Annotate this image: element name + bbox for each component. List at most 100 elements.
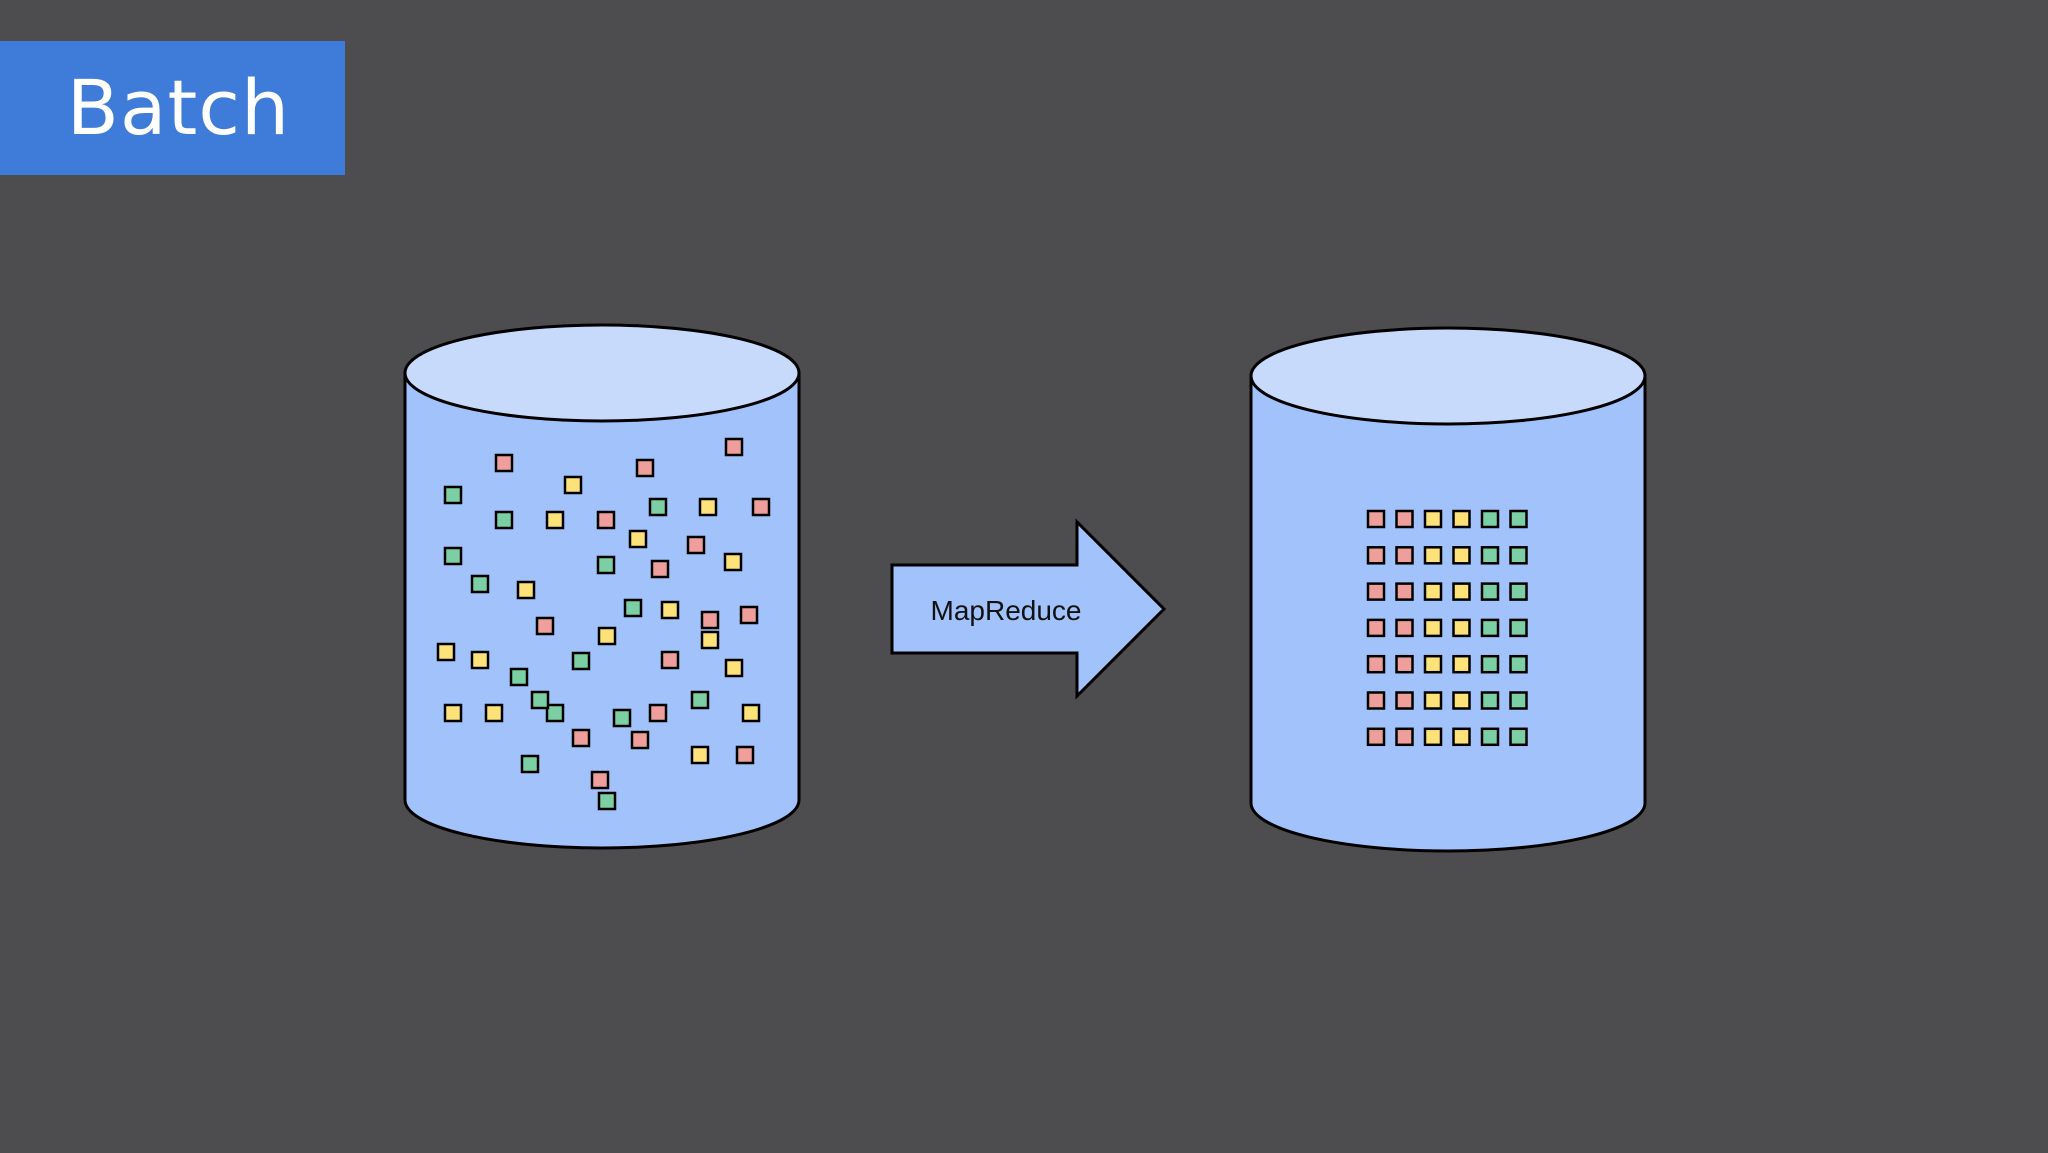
target-item-yellow [1452, 691, 1471, 710]
target-item-red [1366, 582, 1386, 601]
target-item-yellow [1452, 618, 1471, 638]
source-item-green [470, 574, 490, 594]
target-store-body [1249, 374, 1647, 853]
source-item-yellow [690, 745, 710, 765]
target-item-green [1480, 727, 1500, 747]
target-item-red [1395, 654, 1414, 674]
target-item-red [1395, 727, 1414, 747]
source-item-red [650, 559, 670, 579]
target-store-top [1249, 326, 1647, 426]
source-item-green [545, 703, 565, 723]
source-item-red [739, 605, 759, 625]
source-item-yellow [700, 630, 720, 650]
source-item-red [590, 770, 610, 790]
source-item-green [530, 690, 550, 710]
target-item-green [1509, 582, 1528, 601]
source-item-red [635, 458, 655, 478]
source-item-yellow [698, 497, 718, 517]
source-items [436, 437, 771, 811]
slide-title: Batch [66, 63, 291, 152]
source-store-body [403, 371, 801, 850]
source-item-yellow [724, 658, 744, 678]
target-item-yellow [1423, 727, 1443, 747]
source-item-yellow [443, 703, 463, 723]
target-item-yellow [1452, 582, 1471, 601]
target-items [1366, 509, 1528, 747]
source-data-store [403, 323, 801, 850]
target-item-green [1509, 654, 1528, 674]
target-item-red [1395, 582, 1414, 601]
target-item-red [1395, 509, 1414, 529]
target-item-red [1366, 727, 1386, 747]
target-item-yellow [1423, 691, 1443, 710]
source-item-red [660, 650, 680, 670]
source-item-red [648, 703, 668, 723]
target-item-red [1395, 546, 1414, 565]
source-item-green [612, 708, 632, 728]
source-item-red [751, 497, 771, 517]
target-item-yellow [1423, 654, 1443, 674]
source-item-red [724, 437, 744, 457]
source-item-yellow [660, 600, 680, 620]
target-item-red [1366, 618, 1386, 638]
source-item-yellow [563, 475, 583, 495]
source-item-red [535, 616, 555, 636]
source-item-yellow [723, 552, 743, 572]
source-item-green [597, 791, 617, 811]
source-item-yellow [545, 510, 565, 530]
source-item-green [494, 510, 514, 530]
target-item-green [1480, 546, 1500, 565]
source-item-green [443, 485, 463, 505]
target-item-red [1366, 546, 1386, 565]
target-item-green [1509, 546, 1528, 565]
target-item-red [1395, 691, 1414, 710]
source-item-green [623, 598, 643, 618]
source-item-red [735, 745, 755, 765]
source-item-red [571, 728, 591, 748]
source-item-green [690, 690, 710, 710]
source-item-green [509, 667, 529, 687]
target-item-green [1480, 509, 1500, 529]
target-item-green [1509, 618, 1528, 638]
source-item-red [630, 730, 650, 750]
source-item-green [520, 754, 540, 774]
source-item-green [571, 651, 591, 671]
source-item-yellow [484, 703, 504, 723]
target-item-green [1480, 654, 1500, 674]
target-item-yellow [1423, 546, 1443, 565]
target-item-green [1480, 582, 1500, 601]
source-store-top [403, 323, 801, 423]
target-item-red [1366, 509, 1386, 529]
target-item-green [1480, 691, 1500, 710]
source-item-green [648, 497, 668, 517]
target-data-store [1249, 326, 1647, 853]
target-item-yellow [1423, 618, 1443, 638]
mapreduce-arrow: MapReduce [890, 518, 1167, 700]
target-item-green [1509, 509, 1528, 529]
source-item-red [686, 535, 706, 555]
source-item-red [596, 510, 616, 530]
target-item-yellow [1423, 582, 1443, 601]
source-item-yellow [516, 580, 536, 600]
source-item-yellow [597, 626, 617, 646]
target-item-red [1366, 691, 1386, 710]
target-item-yellow [1452, 546, 1471, 565]
target-item-green [1480, 618, 1500, 638]
arrow-shape [890, 518, 1167, 700]
title-banner: Batch [0, 41, 345, 175]
target-item-red [1395, 618, 1414, 638]
mapreduce-label: MapReduce [931, 595, 1082, 626]
target-item-yellow [1452, 727, 1471, 747]
source-item-green [443, 546, 463, 566]
source-item-red [494, 453, 514, 473]
target-item-green [1509, 691, 1528, 710]
target-item-red [1366, 654, 1386, 674]
source-item-red [700, 610, 720, 630]
target-item-yellow [1452, 654, 1471, 674]
source-item-yellow [436, 642, 456, 662]
source-item-yellow [470, 650, 490, 670]
target-item-yellow [1452, 509, 1471, 529]
target-item-green [1509, 727, 1528, 747]
source-item-yellow [741, 703, 761, 723]
